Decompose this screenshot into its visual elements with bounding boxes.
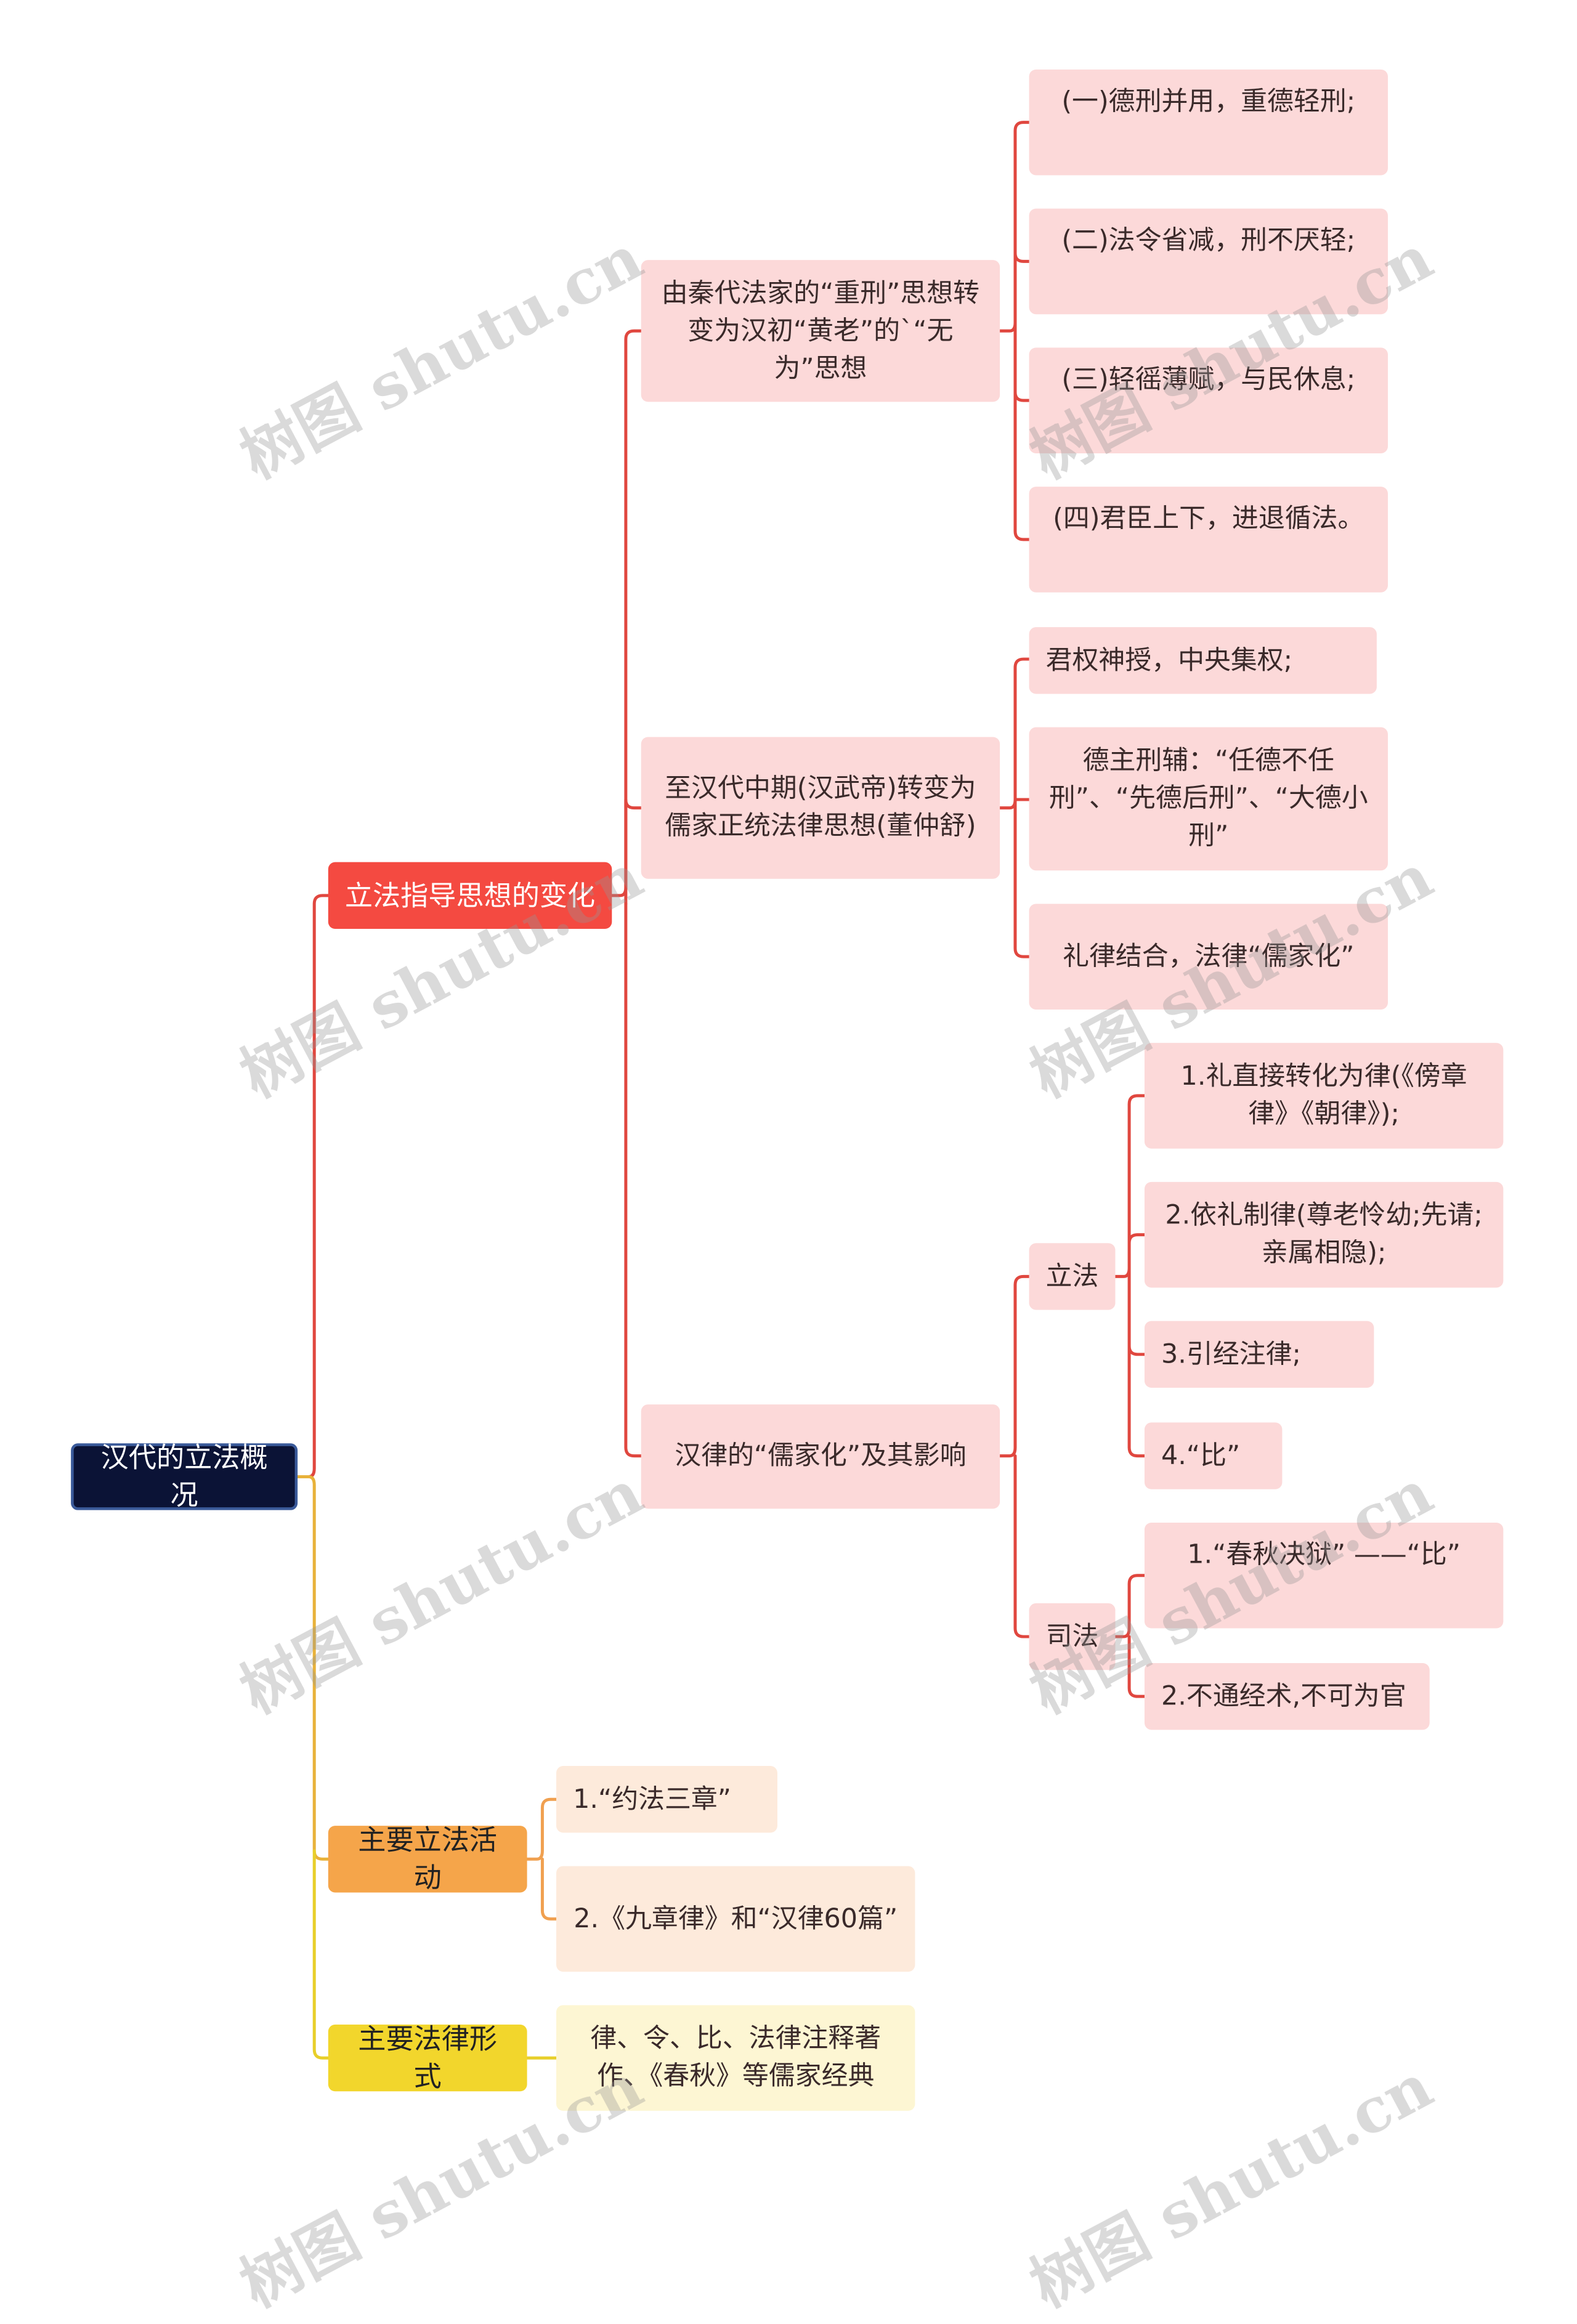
stage3-node[interactable]: 汉律的“儒家化”及其影响 [641, 1404, 1000, 1509]
connector-root-activities [296, 1475, 330, 1861]
stage1-item[interactable]: (三)轻徭薄赋，与民休息; [1029, 347, 1388, 453]
connector-thought-stage1 [610, 329, 643, 897]
legislation-node[interactable]: 立法 [1029, 1243, 1116, 1310]
root-node[interactable]: 汉代的立法概况 [71, 1441, 298, 1512]
connector-legislation-items [1114, 1094, 1146, 1458]
mindmap-canvas: 汉代的立法概况 立法指导思想的变化 主要立法活动 主要法律形式 由秦代法家的“重… [71, 69, 1504, 2322]
judiciary-item[interactable]: 2.不通经术,不可为官 [1144, 1662, 1430, 1730]
connector-thought-stage2 [624, 799, 643, 905]
judiciary-node[interactable]: 司法 [1029, 1603, 1116, 1670]
connector-activities-items [525, 1797, 558, 1921]
connector-lines [296, 121, 1146, 2060]
stage1-item[interactable]: (一)德刑并用，重德轻刑; [1029, 69, 1388, 176]
legislation-item[interactable]: 3.引经注律; [1144, 1321, 1374, 1388]
judiciary-item[interactable]: 1.“春秋决狱” ——“比” [1144, 1522, 1504, 1629]
stage1-node[interactable]: 由秦代法家的“重刑”思想转变为汉初“黄老”的`“无为”思想 [641, 260, 1000, 402]
stage1-item[interactable]: (四)君臣上下，进退循法。 [1029, 487, 1388, 593]
connector-stage3-children [998, 1274, 1031, 1638]
stage2-item[interactable]: 君权神授，中央集权; [1029, 627, 1377, 694]
legislation-item[interactable]: 1.礼直接转化为律(《傍章律》《朝律》); [1144, 1043, 1504, 1149]
branch-activities-node[interactable]: 主要立法活动 [328, 1823, 527, 1894]
connector-root-thought [296, 894, 330, 1478]
legislation-item[interactable]: 4.“比” [1144, 1422, 1283, 1489]
connector-root-forms [312, 1849, 330, 2060]
connector-judiciary-items [1114, 1574, 1146, 1698]
stage2-item[interactable]: 礼律结合，法律“儒家化” [1029, 904, 1388, 1010]
stage1-item[interactable]: (二)法令省减，刑不厌轻; [1029, 208, 1388, 315]
branch-forms-node[interactable]: 主要法律形式 [328, 2022, 527, 2093]
connector-thought-stage3 [624, 902, 643, 1458]
branch-thought-node[interactable]: 立法指导思想的变化 [328, 862, 612, 929]
stage2-item[interactable]: 德主刑辅：“任德不任刑”、“先德后刑”、“大德小刑” [1029, 727, 1388, 871]
legislation-item[interactable]: 2.依礼制律(尊老怜幼;先请;亲属相隐); [1144, 1181, 1504, 1288]
activity-item[interactable]: 1.“约法三章” [556, 1766, 777, 1833]
connector-stage1-items [998, 121, 1031, 541]
connector-stage2-items [998, 657, 1031, 958]
stage2-node[interactable]: 至汉代中期(汉武帝)转变为儒家正统法律思想(董仲舒) [641, 737, 1000, 879]
form-item[interactable]: 律、令、比、法律注释著作、《春秋》等儒家经典 [556, 2005, 915, 2111]
activity-item[interactable]: 2.《九章律》和“汉律60篇” [556, 1866, 915, 1972]
